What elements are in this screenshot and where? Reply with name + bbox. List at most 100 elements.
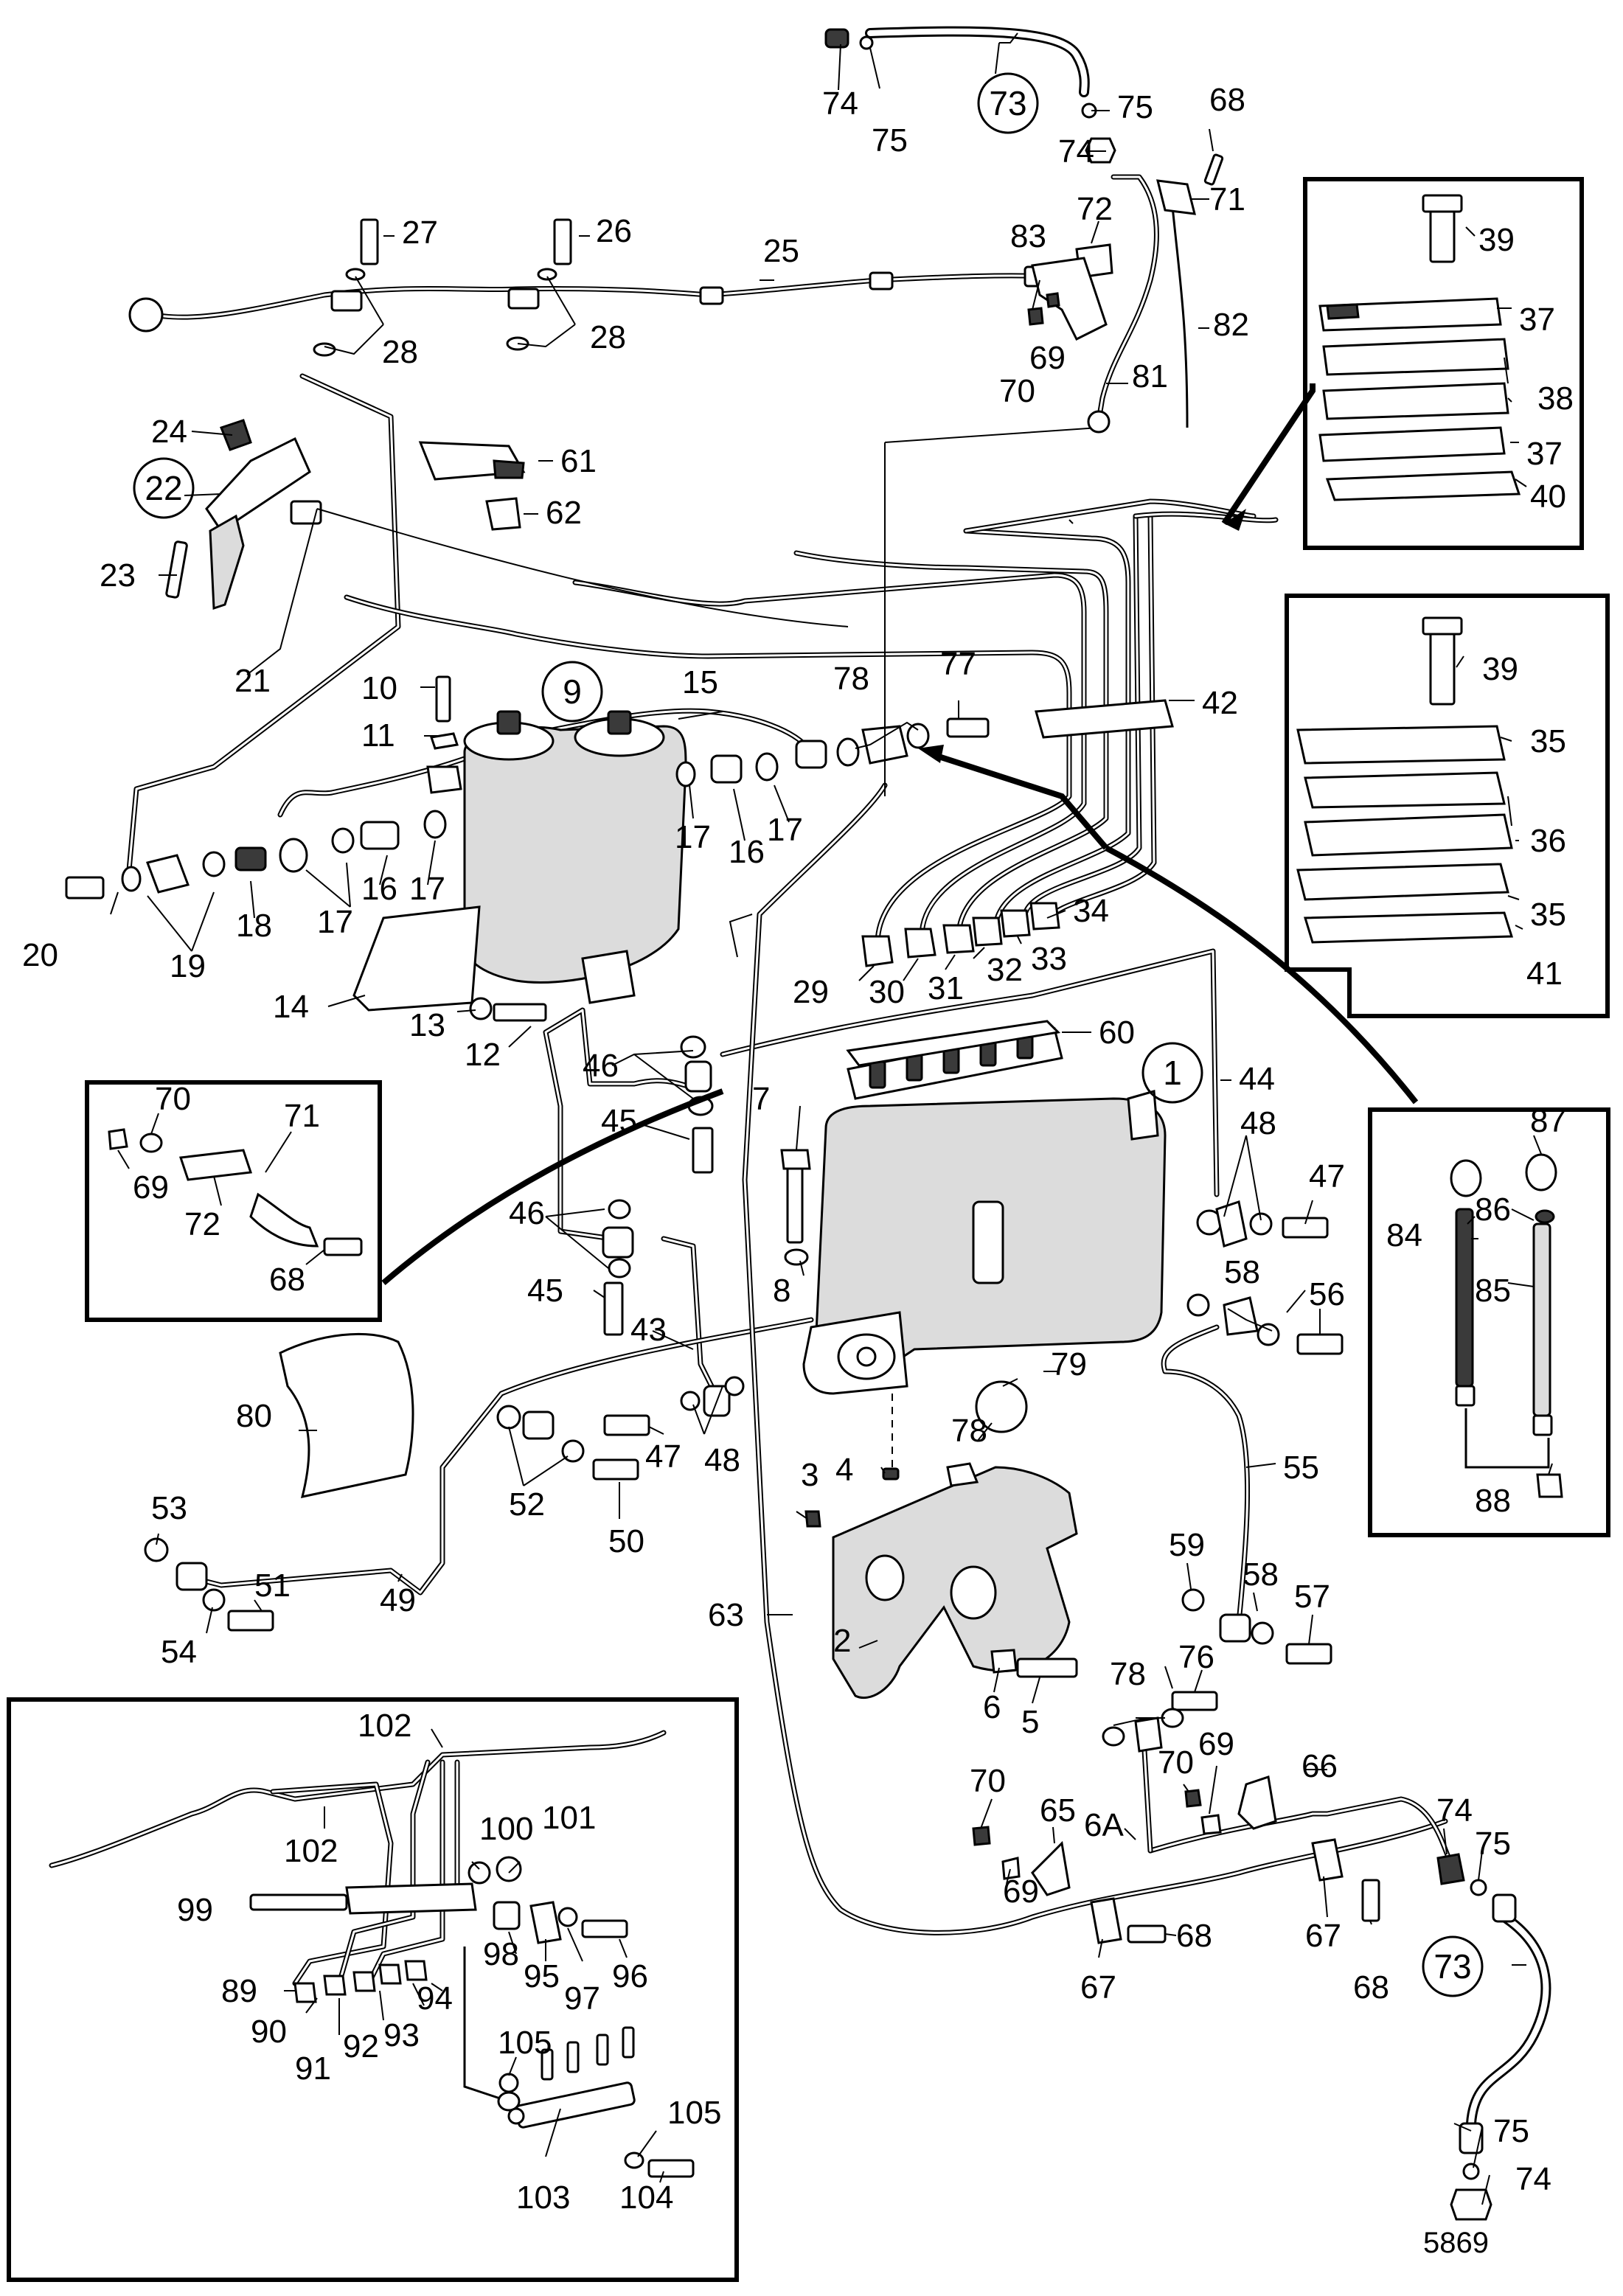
callout-88: 88 bbox=[1475, 1483, 1511, 1519]
callout-97: 97 bbox=[564, 1980, 600, 2017]
callout-37a: 37 bbox=[1519, 302, 1555, 338]
callout-87: 87 bbox=[1530, 1103, 1566, 1139]
callout-68b: 68 bbox=[1176, 1918, 1212, 1954]
callout-63: 63 bbox=[708, 1597, 744, 1633]
callout-39b: 39 bbox=[1482, 651, 1518, 687]
callout-17b: 17 bbox=[317, 904, 353, 940]
callout-14: 14 bbox=[273, 989, 309, 1025]
callout-105b: 105 bbox=[667, 2095, 721, 2131]
callout-60: 60 bbox=[1099, 1015, 1135, 1051]
callout-17a: 17 bbox=[409, 871, 445, 907]
callout-61: 61 bbox=[560, 443, 597, 479]
callout-9: 9 bbox=[563, 672, 582, 711]
callout-41: 41 bbox=[1526, 956, 1563, 992]
callout-91: 91 bbox=[295, 2050, 331, 2087]
callout-1: 1 bbox=[1163, 1054, 1182, 1092]
callout-71a: 71 bbox=[1209, 181, 1245, 218]
callout-89: 89 bbox=[221, 1973, 257, 2009]
callout-103: 103 bbox=[516, 2180, 570, 2216]
callout-67b: 67 bbox=[1305, 1918, 1341, 1954]
callout-78c: 78 bbox=[1110, 1656, 1146, 1692]
callout-59: 59 bbox=[1169, 1527, 1205, 1563]
reference-lines bbox=[316, 383, 1419, 1286]
callout-78b: 78 bbox=[951, 1413, 987, 1449]
callout-80: 80 bbox=[236, 1398, 272, 1434]
callout-17d: 17 bbox=[767, 812, 803, 848]
callout-85: 85 bbox=[1475, 1273, 1511, 1309]
callout-11: 11 bbox=[361, 717, 395, 754]
callout-21: 21 bbox=[234, 663, 271, 699]
drawing-number: 5869 bbox=[1423, 2227, 1489, 2259]
callout-68a: 68 bbox=[1209, 82, 1245, 118]
clamp-inset-middle bbox=[1285, 594, 1610, 1018]
callout-84: 84 bbox=[1386, 1217, 1422, 1253]
callout-35b: 35 bbox=[1530, 897, 1566, 933]
callout-32: 32 bbox=[987, 952, 1023, 988]
callout-55: 55 bbox=[1283, 1450, 1319, 1486]
filter-insert-parts bbox=[418, 441, 526, 531]
pump-cover bbox=[846, 1020, 1061, 1067]
callout-29: 29 bbox=[793, 974, 829, 1010]
callout-52: 52 bbox=[509, 1486, 545, 1523]
callout-69c: 69 bbox=[1198, 1726, 1234, 1762]
callout-56: 56 bbox=[1309, 1276, 1345, 1312]
callout-4: 4 bbox=[835, 1452, 853, 1488]
callout-16b: 16 bbox=[729, 834, 765, 870]
callout-16a: 16 bbox=[361, 871, 397, 907]
callout-46a: 46 bbox=[583, 1048, 619, 1084]
return-pipe-inset bbox=[7, 1697, 739, 2282]
callout-34: 34 bbox=[1073, 893, 1109, 929]
callout-6: 6 bbox=[983, 1689, 1001, 1725]
bracket-fittings bbox=[972, 1775, 1380, 1944]
callout-28a: 28 bbox=[382, 334, 418, 370]
callout-81: 81 bbox=[1132, 358, 1168, 394]
callout-69b: 69 bbox=[1003, 1874, 1039, 1910]
callout-72a: 72 bbox=[1077, 191, 1113, 227]
callout-66: 66 bbox=[1301, 1748, 1338, 1784]
callout-100: 100 bbox=[479, 1811, 533, 1847]
hose-inset-right bbox=[1368, 1107, 1610, 1537]
leader-lines bbox=[110, 32, 1553, 2205]
callout-27: 27 bbox=[402, 215, 438, 251]
callout-99: 99 bbox=[177, 1892, 213, 1928]
callout-45a: 45 bbox=[601, 1103, 637, 1139]
callout-48a: 48 bbox=[1240, 1105, 1276, 1141]
callout-67a: 67 bbox=[1080, 1969, 1116, 2005]
fuel-feed-pipes bbox=[189, 782, 1456, 1935]
callout-65: 65 bbox=[1040, 1792, 1076, 1829]
callout-7: 7 bbox=[752, 1081, 770, 1117]
injection-pump bbox=[780, 1027, 1329, 1433]
callout-76: 76 bbox=[1178, 1639, 1214, 1675]
callout-70b: 70 bbox=[970, 1763, 1006, 1799]
fuel-filter bbox=[277, 675, 814, 1022]
callout-72b: 72 bbox=[184, 1206, 220, 1242]
heat-shield bbox=[279, 1332, 414, 1498]
callout-62: 62 bbox=[546, 495, 582, 531]
callout-42: 42 bbox=[1202, 685, 1238, 721]
callout-69a: 69 bbox=[1029, 340, 1066, 376]
callout-75b: 75 bbox=[1117, 89, 1153, 125]
callout-35a: 35 bbox=[1530, 723, 1566, 759]
callout-75d: 75 bbox=[1493, 2113, 1529, 2149]
callout-46b: 46 bbox=[509, 1195, 545, 1231]
callout-68c: 68 bbox=[1353, 1969, 1389, 2005]
callout-93: 93 bbox=[383, 2017, 420, 2053]
callout-77: 77 bbox=[940, 646, 976, 682]
callout-38: 38 bbox=[1537, 380, 1574, 417]
callout-19: 19 bbox=[170, 948, 206, 984]
leak-off-return-line bbox=[128, 218, 1052, 357]
callout-70c: 70 bbox=[1158, 1744, 1194, 1781]
callout-95: 95 bbox=[524, 1958, 560, 1994]
callout-10: 10 bbox=[361, 670, 397, 706]
callout-47b: 47 bbox=[645, 1439, 681, 1475]
callout-23: 23 bbox=[100, 557, 136, 594]
fuel-injector bbox=[126, 373, 401, 873]
callout-71b: 71 bbox=[284, 1098, 320, 1134]
callout-15: 15 bbox=[682, 664, 718, 700]
callout-17c: 17 bbox=[675, 819, 711, 855]
callout-5: 5 bbox=[1021, 1704, 1039, 1740]
callout-74d: 74 bbox=[1515, 2161, 1551, 2197]
callout-74a: 74 bbox=[822, 86, 858, 122]
pump-bracket bbox=[804, 1394, 1078, 1700]
